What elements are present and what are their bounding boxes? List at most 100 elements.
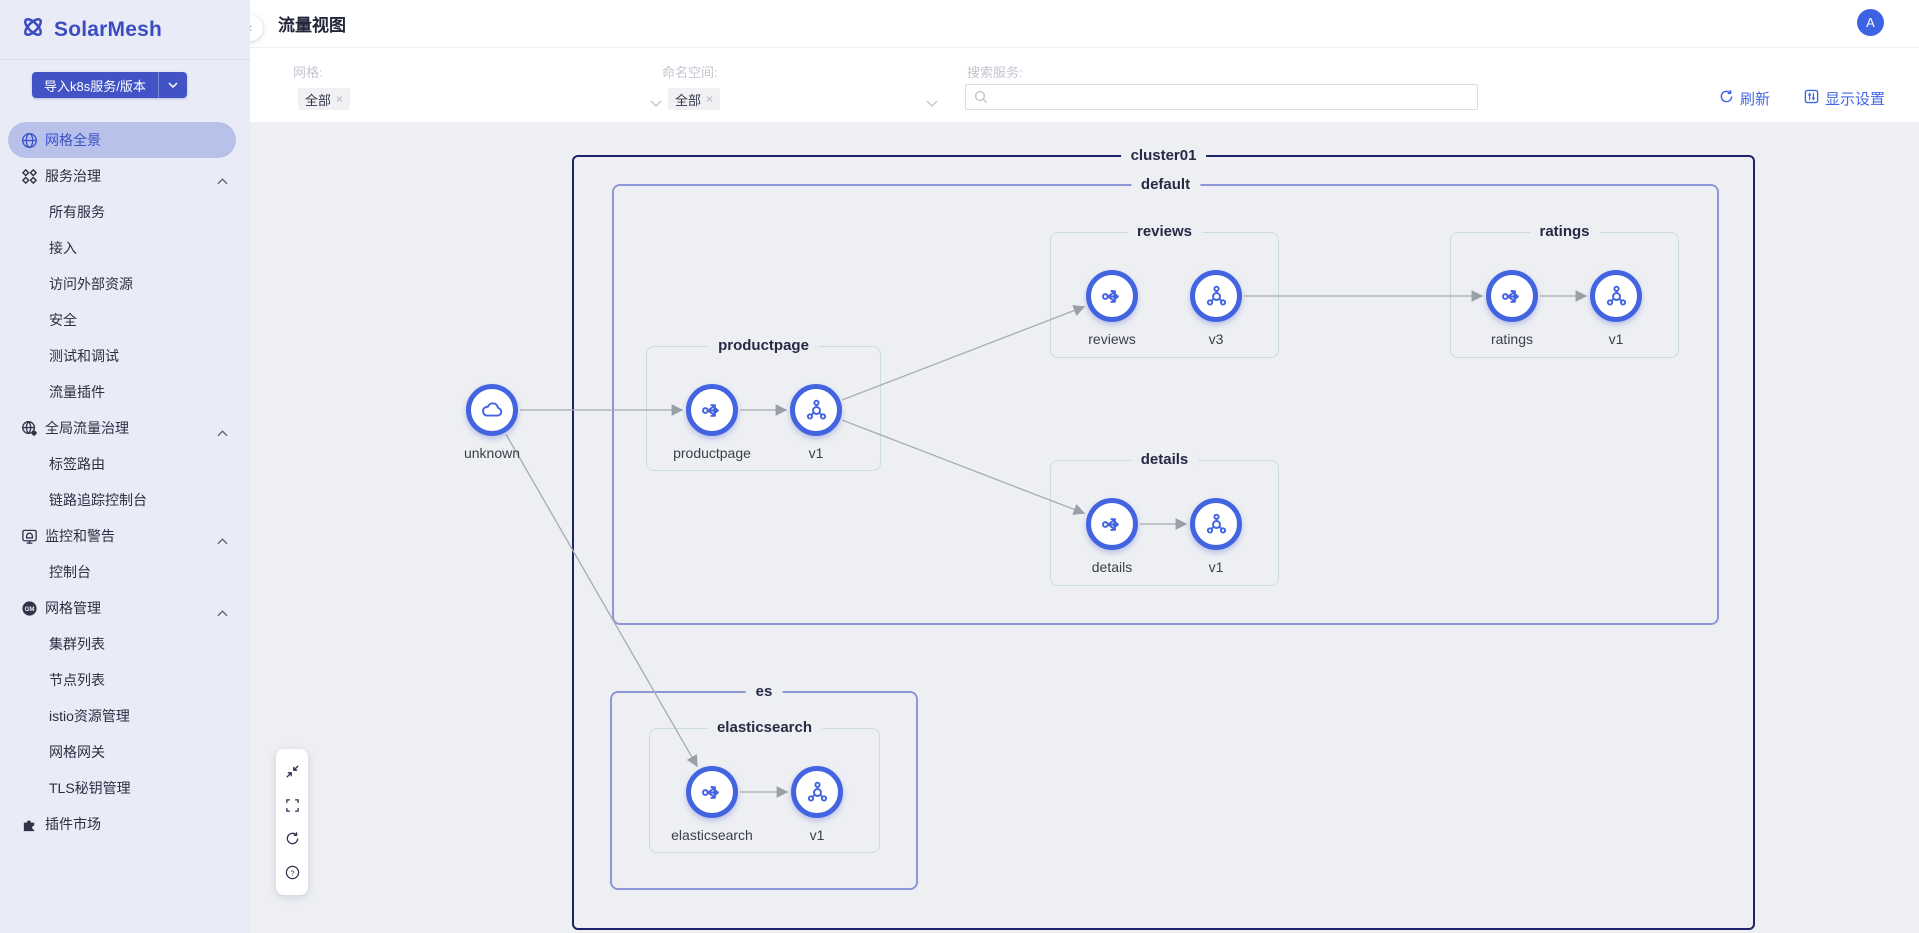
- sidebar-item-label: istio资源管理: [49, 708, 130, 724]
- service-icon: [1499, 283, 1526, 310]
- search-service-box: [965, 84, 1478, 110]
- node-label: v1: [1608, 331, 1624, 347]
- workload-icon: [803, 397, 830, 424]
- search-service-input[interactable]: [994, 85, 1477, 109]
- node-label: v1: [1208, 559, 1224, 575]
- cloud-icon: [479, 397, 506, 424]
- sidebar-item-global-traffic[interactable]: 全局流量治理: [0, 410, 250, 446]
- service-icon: [699, 397, 726, 424]
- plugin-market-icon: [20, 815, 38, 833]
- node-details[interactable]: details: [1086, 498, 1138, 575]
- namespace-box-es: es: [610, 683, 918, 890]
- chevron-up-icon[interactable]: [217, 532, 228, 548]
- node-ratings[interactable]: ratings: [1486, 270, 1538, 347]
- sidebar-item-label: 所有服务: [49, 204, 105, 220]
- sidebar-item-label: 控制台: [49, 564, 91, 580]
- display-settings-button[interactable]: 显示设置: [1804, 88, 1885, 109]
- chevron-up-icon[interactable]: [217, 172, 228, 188]
- globe-icon: [20, 131, 38, 149]
- chevron-up-icon[interactable]: [217, 424, 228, 440]
- app-title: SolarMesh: [54, 17, 162, 41]
- service-group-box-reviews-label: reviews: [1126, 223, 1203, 240]
- node-unknown[interactable]: unknown: [464, 384, 520, 461]
- sidebar-menu: 网格全景服务治理所有服务接入访问外部资源安全测试和调试流量插件全局流量治理标签路…: [0, 122, 250, 842]
- filter-actions: 刷新 显示设置: [1719, 88, 1885, 109]
- service-group-box-details-label: details: [1130, 451, 1199, 468]
- collapse-canvas-button[interactable]: [281, 761, 303, 783]
- chevron-up-icon[interactable]: [217, 604, 228, 620]
- sidebar-item-mesh-gateway[interactable]: 网格网关: [0, 734, 250, 770]
- sidebar-item-tracing-console[interactable]: 链路追踪控制台: [0, 482, 250, 518]
- sidebar-item-ingress-access[interactable]: 接入: [0, 230, 250, 266]
- service-governance-icon: [20, 167, 38, 185]
- node-ratings-v1[interactable]: v1: [1590, 270, 1642, 347]
- mesh-tag-close-icon[interactable]: ×: [336, 92, 344, 106]
- help-icon: ?: [285, 865, 300, 880]
- sidebar-item-mesh-overview[interactable]: 网格全景: [0, 122, 250, 158]
- node-details-v1[interactable]: v1: [1190, 498, 1242, 575]
- sidebar-item-all-services[interactable]: 所有服务: [0, 194, 250, 230]
- service-group-box-ratings-label: ratings: [1529, 223, 1600, 240]
- namespace-tag-close-icon[interactable]: ×: [706, 92, 714, 106]
- display-settings-button-label: 显示设置: [1824, 91, 1885, 108]
- import-chevron-down-icon[interactable]: [157, 72, 187, 98]
- expand-canvas-button[interactable]: [281, 794, 303, 816]
- namespace-filter-tag-text: 全部: [675, 92, 702, 108]
- filter-bar: 网格: 全部 × 命名空间: 全部 × 搜索服务:: [250, 48, 1919, 122]
- namespace-filter-label: 命名空间:: [662, 65, 718, 80]
- node-productpage-v1[interactable]: v1: [790, 384, 842, 461]
- mesh-admin-icon: GM: [20, 599, 38, 617]
- namespace-select-chevron-down-icon[interactable]: [926, 94, 938, 112]
- node-label: unknown: [463, 445, 521, 461]
- service-icon: [1099, 511, 1126, 538]
- sidebar-item-label: 访问外部资源: [49, 276, 133, 292]
- sidebar-item-service-governance[interactable]: 服务治理: [0, 158, 250, 194]
- sidebar-item-plugin-market[interactable]: 插件市场: [0, 806, 250, 842]
- solarmesh-logo-icon: [20, 14, 46, 45]
- global-traffic-icon: [20, 419, 38, 437]
- refresh-icon: [285, 831, 300, 846]
- sidebar-item-label: 网格管理: [45, 600, 101, 616]
- sidebar-item-cluster-list[interactable]: 集群列表: [0, 626, 250, 662]
- mesh-filter-tag[interactable]: 全部 ×: [298, 88, 351, 110]
- node-reviews-v3[interactable]: v3: [1190, 270, 1242, 347]
- sidebar-item-console[interactable]: 控制台: [0, 554, 250, 590]
- namespace-filter-tag[interactable]: 全部 ×: [668, 88, 721, 110]
- sidebar-divider: [0, 59, 250, 60]
- import-k8s-button[interactable]: 导入k8s服务/版本: [32, 72, 187, 98]
- sidebar-item-label-routing[interactable]: 标签路由: [0, 446, 250, 482]
- avatar[interactable]: A: [1857, 9, 1884, 36]
- node-label: v1: [808, 445, 824, 461]
- sidebar-item-security[interactable]: 安全: [0, 302, 250, 338]
- sidebar-item-label: 安全: [49, 312, 77, 328]
- sidebar-item-label: 流量插件: [49, 384, 105, 400]
- monitor-alert-icon: [20, 527, 38, 545]
- refresh-canvas-button[interactable]: [281, 828, 303, 850]
- node-elasticsearch-v1[interactable]: v1: [791, 766, 843, 843]
- sidebar-item-istio-resources[interactable]: istio资源管理: [0, 698, 250, 734]
- node-label: v1: [809, 827, 825, 843]
- sidebar-item-label: TLS秘钥管理: [49, 780, 131, 796]
- node-elasticsearch[interactable]: elasticsearch: [671, 766, 753, 843]
- sidebar-item-tls-secrets[interactable]: TLS秘钥管理: [0, 770, 250, 806]
- node-productpage[interactable]: productpage: [673, 384, 751, 461]
- sidebar-item-monitoring-alerts[interactable]: 监控和警告: [0, 518, 250, 554]
- sidebar-item-test-debug[interactable]: 测试和调试: [0, 338, 250, 374]
- workload-icon: [1203, 283, 1230, 310]
- mesh-select-chevron-down-icon[interactable]: [650, 94, 662, 112]
- refresh-button[interactable]: 刷新: [1719, 88, 1770, 109]
- import-k8s-button-label[interactable]: 导入k8s服务/版本: [44, 78, 146, 94]
- sidebar-item-external-resources[interactable]: 访问外部资源: [0, 266, 250, 302]
- display-settings-icon: [1804, 89, 1819, 108]
- workload-icon: [1203, 511, 1230, 538]
- sidebar-item-node-list[interactable]: 节点列表: [0, 662, 250, 698]
- topbar: ‹ 流量视图 A: [237, 0, 1919, 48]
- node-label: elasticsearch: [671, 827, 753, 843]
- sidebar-item-mesh-admin[interactable]: GM 网格管理: [0, 590, 250, 626]
- sidebar-item-traffic-plugins[interactable]: 流量插件: [0, 374, 250, 410]
- help-canvas-button[interactable]: ?: [281, 861, 303, 883]
- node-reviews[interactable]: reviews: [1086, 270, 1138, 347]
- main-column: ‹ 流量视图 A 网格: 全部 × 命名空间: 全部 × 搜索服务:: [237, 0, 1919, 933]
- logo: SolarMesh: [0, 0, 250, 57]
